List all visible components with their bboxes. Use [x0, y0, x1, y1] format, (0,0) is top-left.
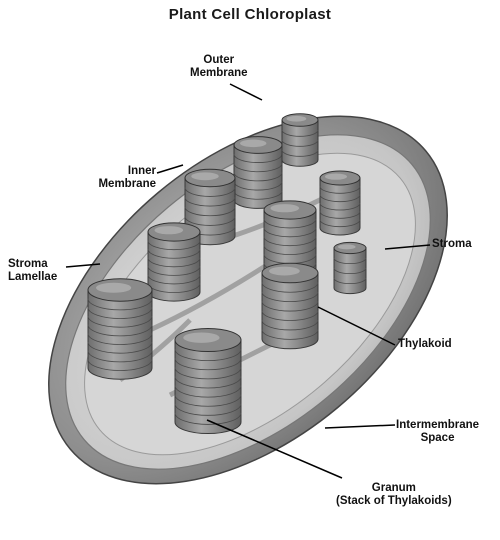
- pointer-outer-membrane: [230, 84, 262, 100]
- pointer-granum: [207, 420, 342, 478]
- label-granum: Granum (Stack of Thylakoids): [336, 482, 452, 508]
- pointer-thylakoid: [318, 307, 395, 345]
- label-inner-membrane: Inner Membrane: [88, 165, 156, 191]
- pointer-stroma-lamellae: [66, 264, 100, 267]
- label-intermembrane-space: Intermembrane Space: [396, 419, 479, 445]
- label-stroma-lamellae: Stroma Lamellae: [8, 258, 57, 284]
- label-stroma: Stroma: [432, 238, 472, 251]
- pointer-inner-membrane: [157, 165, 183, 173]
- pointer-stroma: [385, 245, 430, 249]
- label-outer-membrane: Outer Membrane: [190, 54, 248, 80]
- pointer-intermembrane-space: [325, 425, 395, 428]
- label-thylakoid: Thylakoid: [398, 338, 452, 351]
